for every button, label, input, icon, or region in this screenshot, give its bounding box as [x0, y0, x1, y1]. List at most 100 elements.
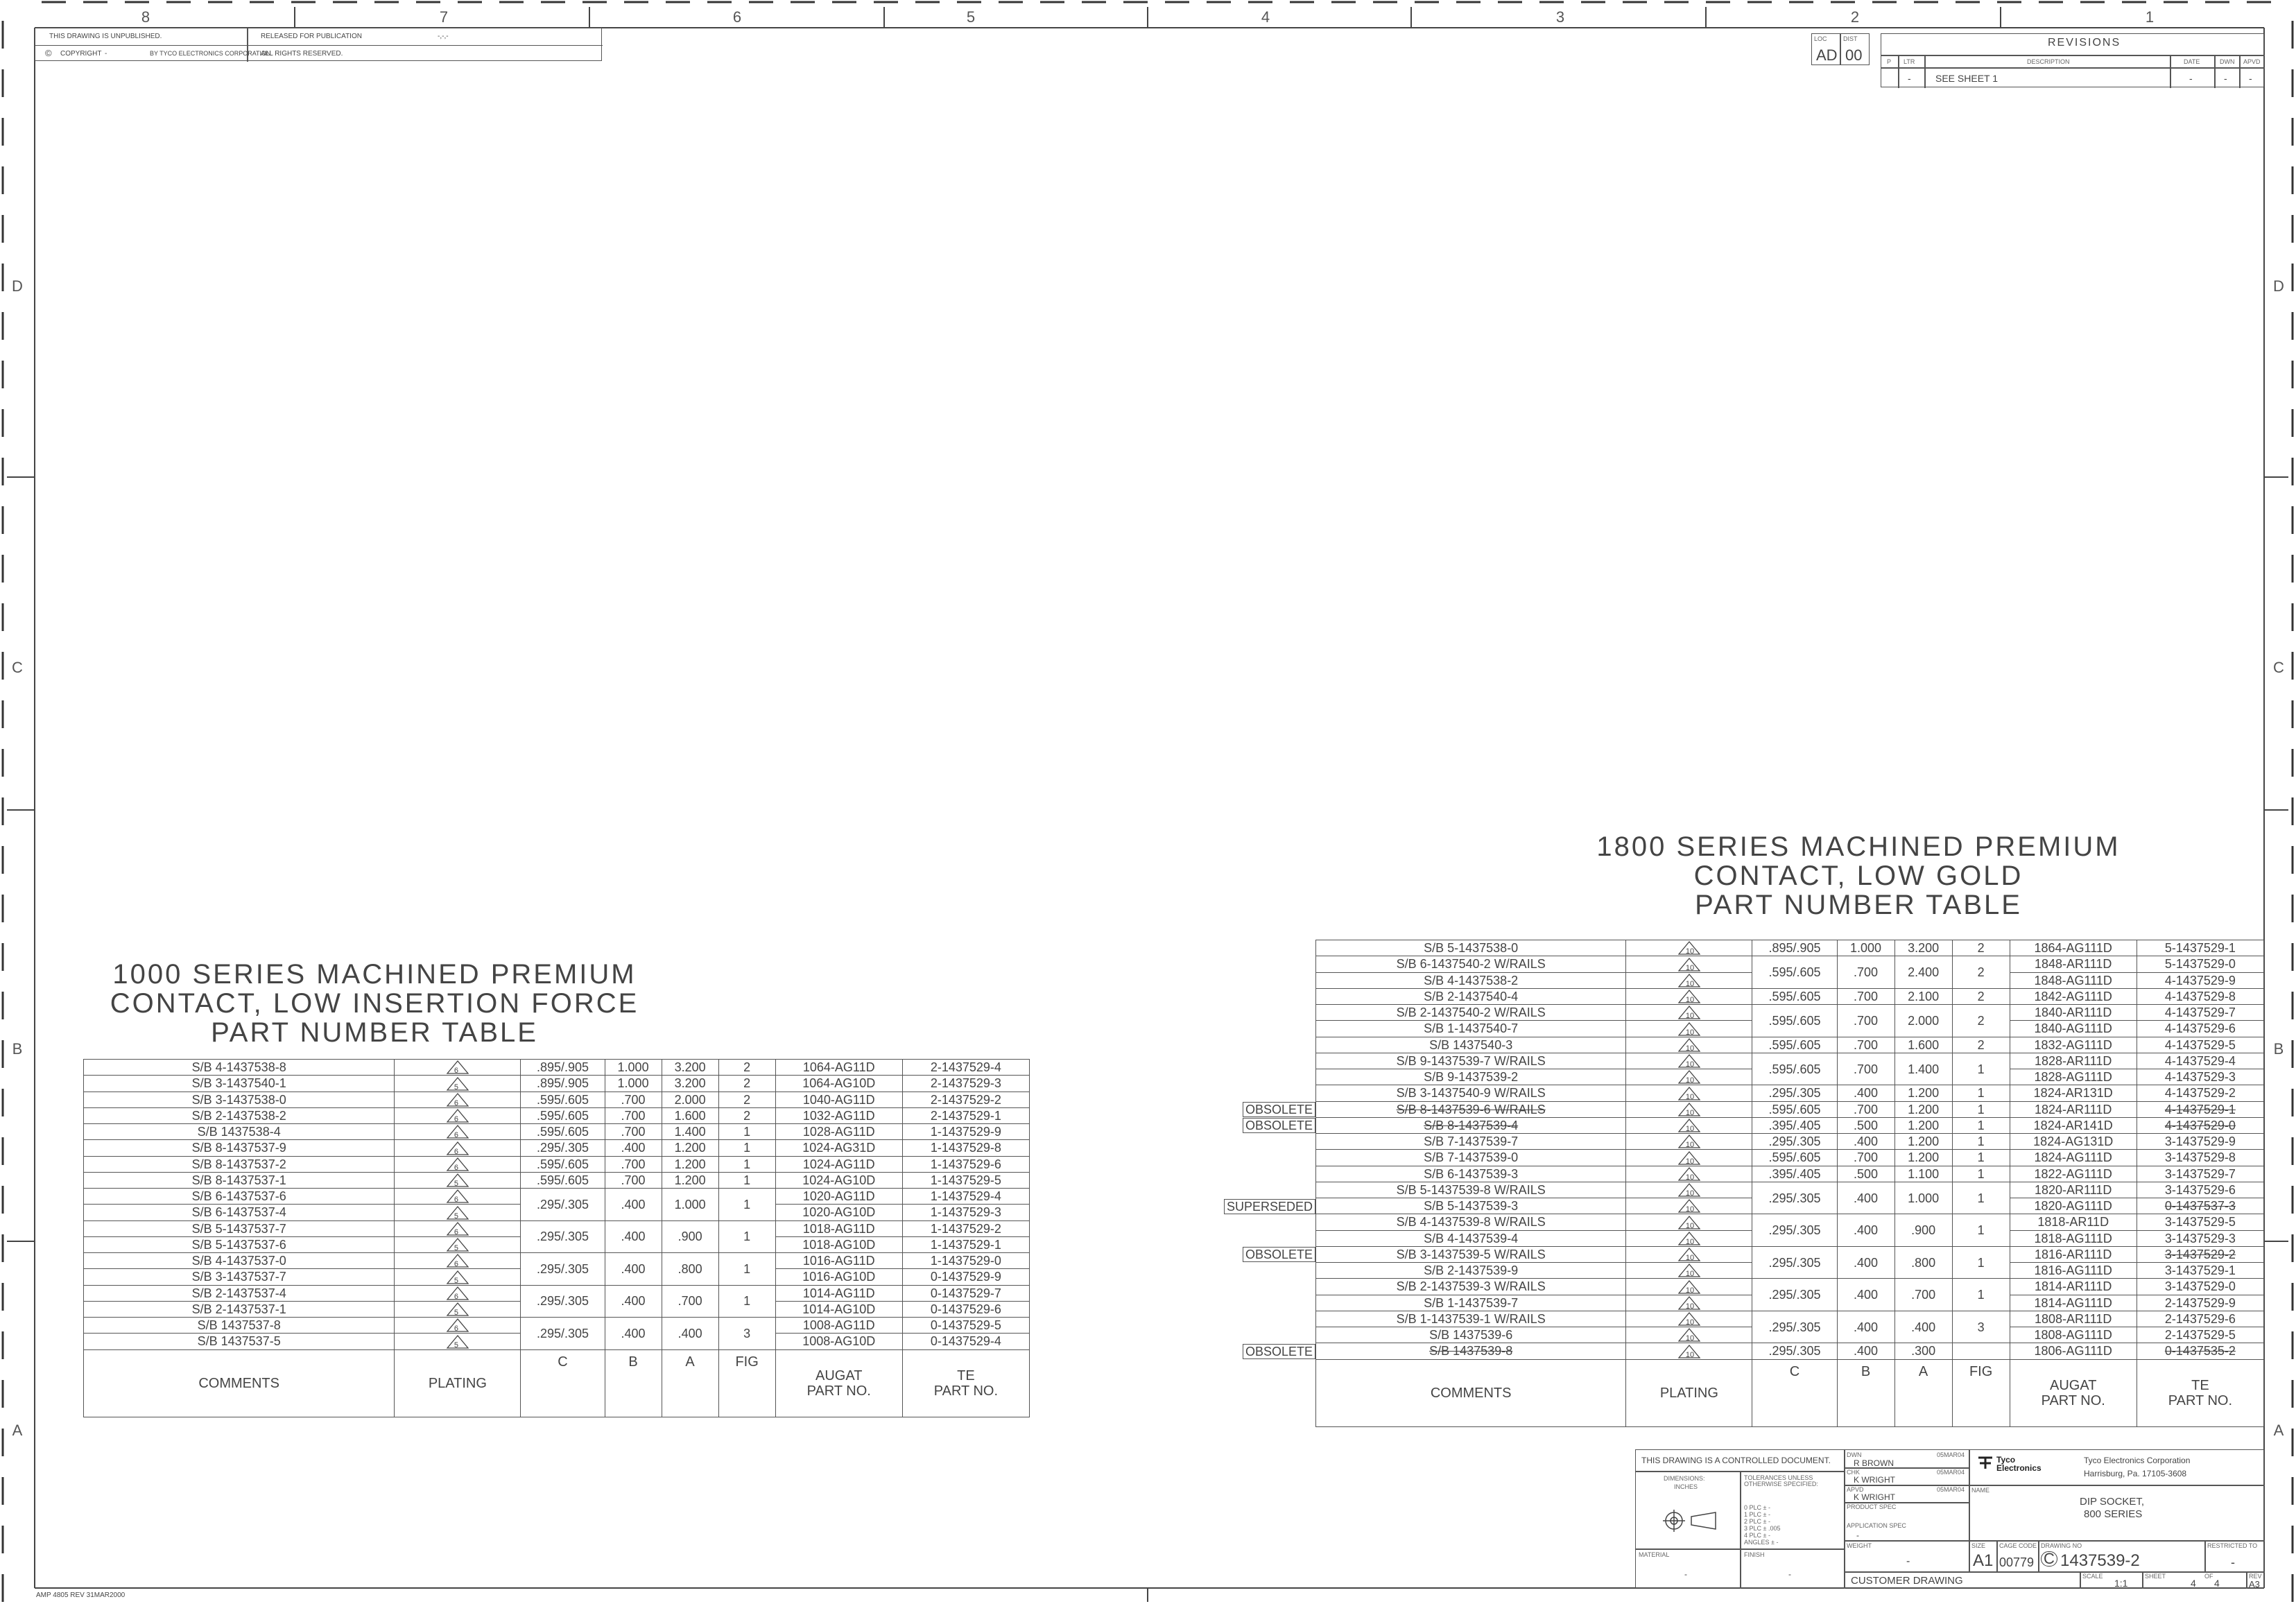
plating-cell: 10	[1625, 1149, 1753, 1166]
zone-label-top: 3	[1555, 8, 1565, 26]
plating-cell: 5	[394, 1236, 521, 1254]
plating-cell: 6	[394, 1220, 521, 1237]
comment-cell: S/B 2-1437540-2 W/RAILS	[1315, 1003, 1627, 1021]
part-name-line2: 800 SERIES	[2084, 1508, 2143, 1520]
te-part-cell: 4-1437529-5	[2136, 1036, 2265, 1053]
te-part-cell: 2-1437529-5	[2136, 1326, 2265, 1344]
dim-c-cell: .295/.305	[1752, 1310, 1838, 1344]
column-header-b: B	[604, 1349, 662, 1417]
te-part-cell: 4-1437529-3	[2136, 1068, 2265, 1086]
plating-cell: 10	[1625, 1261, 1753, 1279]
fig-cell: 1	[1951, 1181, 2010, 1215]
comment-cell: S/B 5-1437537-7	[83, 1220, 395, 1237]
augat-part-cell: 1008-AG10D	[775, 1333, 903, 1350]
fig-cell: 3	[718, 1317, 776, 1350]
customer-drawing-note: CUSTOMER DRAWING	[1851, 1575, 1963, 1587]
column-header-a: A	[661, 1349, 719, 1417]
fig-cell: 1	[1951, 1214, 2010, 1247]
comment-cell: S/B 2-1437540-4	[1315, 987, 1627, 1006]
augat-part-cell: 1832-AG111D	[2009, 1036, 2137, 1053]
drawn-by: R BROWN	[1854, 1458, 1894, 1468]
comment-cell: S/B 2-1437539-3 W/RAILS	[1315, 1278, 1627, 1295]
loc-box: LOC AD	[1811, 33, 1840, 65]
controlled-note: THIS DRAWING IS A CONTROLLED DOCUMENT.	[1641, 1456, 1831, 1465]
dim-b-cell: .400	[604, 1220, 662, 1253]
augat-part-cell: 1064-AG11D	[775, 1058, 903, 1076]
dim-b-cell: 1.000	[1836, 939, 1895, 957]
augat-part-cell: 1020-AG10D	[775, 1204, 903, 1221]
drawing-class: C	[2041, 1551, 2057, 1567]
comment-cell: S/B 1437539-8	[1315, 1343, 1627, 1360]
dim-a-cell: .800	[661, 1252, 719, 1286]
comment-cell: S/B 5-1437538-0	[1315, 939, 1627, 957]
fig-cell	[1951, 1343, 2010, 1360]
te-part-cell: 0-1437529-7	[901, 1284, 1030, 1302]
augat-part-cell: 1024-AG10D	[775, 1171, 903, 1189]
te-part-cell: 4-1437529-0	[2136, 1116, 2265, 1134]
dim-c-cell: .295/.305	[520, 1139, 605, 1157]
dim-a-cell: 3.200	[661, 1058, 719, 1076]
te-part-cell: 0-1437535-2	[2136, 1343, 2265, 1360]
dim-a-cell: 1.200	[661, 1171, 719, 1189]
augat-part-cell: 1018-AG10D	[775, 1236, 903, 1254]
te-part-cell: 2-1437529-4	[901, 1058, 1030, 1076]
fig-cell: 1	[1951, 1085, 2010, 1102]
column-header-a: A	[1894, 1358, 1953, 1427]
comment-cell: S/B 1437540-3	[1315, 1036, 1627, 1053]
plating-note-icon: 10	[1677, 1198, 1701, 1214]
plating-cell: 10	[1625, 1036, 1753, 1053]
te-part-cell: 1-1437529-4	[901, 1187, 1030, 1205]
fig-cell: 1	[1951, 1052, 2010, 1086]
dim-b-cell: 1.000	[604, 1075, 662, 1092]
rights-note: ALL RIGHTS RESERVED.	[261, 50, 343, 58]
augat-part-cell: 1848-AR111D	[2009, 956, 2137, 973]
zone-label-left: D	[12, 277, 23, 295]
te-part-cell: 4-1437529-1	[2136, 1101, 2265, 1118]
scale-value: 1:1	[2114, 1578, 2128, 1589]
company-address: Harrisburg, Pa. 17105-3608	[2084, 1469, 2187, 1478]
zone-label-right: B	[2273, 1040, 2284, 1058]
comment-cell: S/B 1437537-8	[83, 1316, 395, 1334]
te-part-cell: 3-1437529-0	[2136, 1278, 2265, 1295]
dim-c-cell: .295/.305	[1752, 1214, 1838, 1247]
augat-part-cell: 1008-AG11D	[775, 1316, 903, 1334]
plating-cell: 6	[394, 1284, 521, 1302]
comment-cell: S/B 8-1437537-1	[83, 1171, 395, 1189]
plating-note-icon: 10	[1677, 1231, 1701, 1246]
fig-cell: 1	[1951, 1149, 2010, 1166]
plating-cell: 5	[394, 1300, 521, 1318]
fig-cell: 2	[718, 1107, 776, 1125]
augat-part-cell: 1840-AG111D	[2009, 1020, 2137, 1037]
comment-cell: S/B 5-1437539-3	[1315, 1197, 1627, 1215]
augat-part-cell: 1848-AG111D	[2009, 972, 2137, 989]
comment-cell: S/B 7-1437539-7	[1315, 1132, 1627, 1150]
dim-b-cell: .400	[604, 1188, 662, 1221]
dim-c-cell: .595/.605	[520, 1123, 605, 1141]
column-header-c: C	[1752, 1358, 1838, 1427]
company-name: Tyco Electronics Corporation	[2084, 1456, 2191, 1465]
cage-code: 00779	[1999, 1555, 2035, 1569]
comment-cell: S/B 5-1437537-6	[83, 1236, 395, 1254]
plating-note-icon: 10	[1677, 1102, 1701, 1117]
augat-part-cell: 1808-AR111D	[2009, 1310, 2137, 1328]
plating-cell: 6	[394, 1123, 521, 1141]
zone-label-left: B	[12, 1040, 23, 1058]
dim-b-cell: .400	[1836, 1343, 1895, 1360]
te-part-cell: 4-1437529-6	[2136, 1020, 2265, 1037]
title-block: THIS DRAWING IS A CONTROLLED DOCUMENT. D…	[1635, 1449, 2265, 1589]
dim-b-cell: .700	[1836, 1052, 1895, 1086]
augat-part-cell: 1808-AG111D	[2009, 1326, 2137, 1344]
plating-note-icon: 10	[1677, 1311, 1701, 1327]
plating-cell: 10	[1625, 1003, 1753, 1021]
